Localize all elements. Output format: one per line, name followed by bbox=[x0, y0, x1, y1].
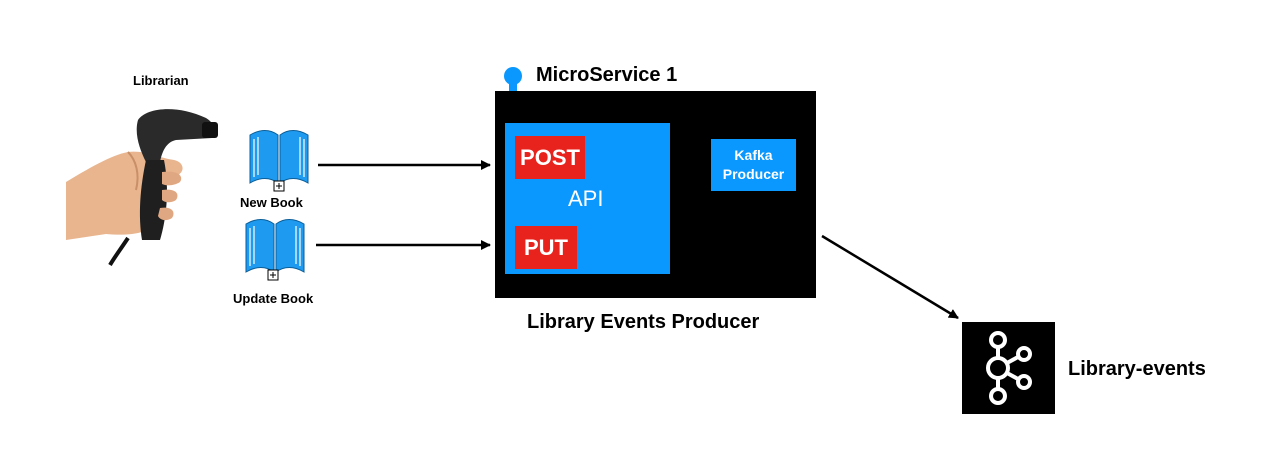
topic-label: Library-events bbox=[1068, 358, 1206, 380]
kafka-producer-box: Kafka Producer bbox=[711, 139, 796, 191]
librarian-label: Librarian bbox=[133, 73, 189, 88]
service-name-label: Library Events Producer bbox=[527, 311, 760, 333]
post-method-badge: POST bbox=[515, 136, 585, 179]
put-method-badge: PUT bbox=[515, 226, 577, 269]
microservice-title: MicroService 1 bbox=[536, 64, 678, 86]
kafka-producer-line1: Kafka bbox=[734, 147, 773, 163]
new-book-label: New Book bbox=[240, 195, 303, 210]
barcode-scanner-icon bbox=[66, 109, 218, 267]
api-label: API bbox=[568, 186, 604, 211]
kafka-producer-line2: Producer bbox=[722, 166, 785, 182]
book-icon bbox=[249, 130, 309, 192]
update-book-label: Update Book bbox=[233, 291, 314, 306]
lightbulb-icon bbox=[504, 67, 522, 91]
arrow-producer-to-topic bbox=[821, 234, 959, 320]
book-icon bbox=[245, 219, 305, 281]
kafka-logo-icon bbox=[986, 331, 1032, 405]
